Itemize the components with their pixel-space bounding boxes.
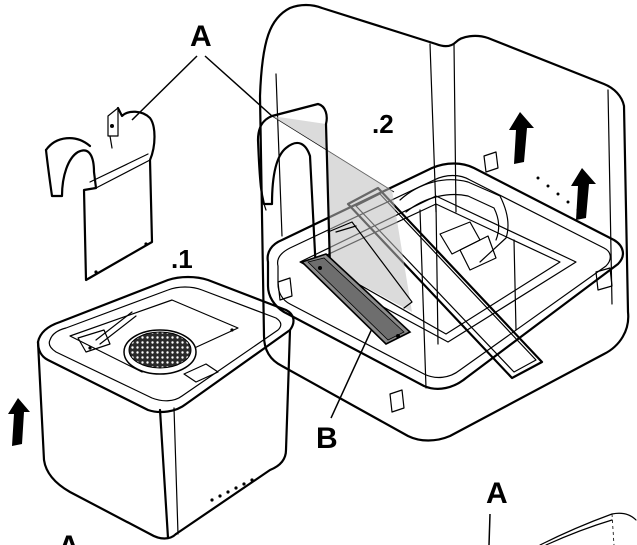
up-arrow-icon-3: [571, 168, 596, 220]
hood-box-2: [258, 3, 630, 442]
leader-line-a-bottom: [488, 513, 491, 545]
hood-box-1: [36, 275, 295, 540]
label-b: B: [316, 422, 338, 455]
partial-part-bottom-right: [539, 512, 637, 545]
rail-bracket: [327, 221, 413, 309]
leader-line-b: [330, 321, 376, 419]
side-panel-a: [44, 106, 156, 282]
label-step-2: .2: [372, 109, 394, 139]
vent-dots-2: [536, 176, 580, 212]
side-panel-installing: [256, 102, 412, 312]
label-step-1: .1: [171, 244, 193, 274]
label-a-top: A: [190, 20, 212, 53]
label-a-bottom: A: [486, 477, 508, 510]
up-arrow-icon-2: [509, 112, 534, 164]
up-arrow-icon: [8, 398, 30, 446]
filter-b: [300, 253, 412, 345]
vent-dots: [210, 478, 254, 502]
label-a-corner: A: [58, 530, 80, 545]
